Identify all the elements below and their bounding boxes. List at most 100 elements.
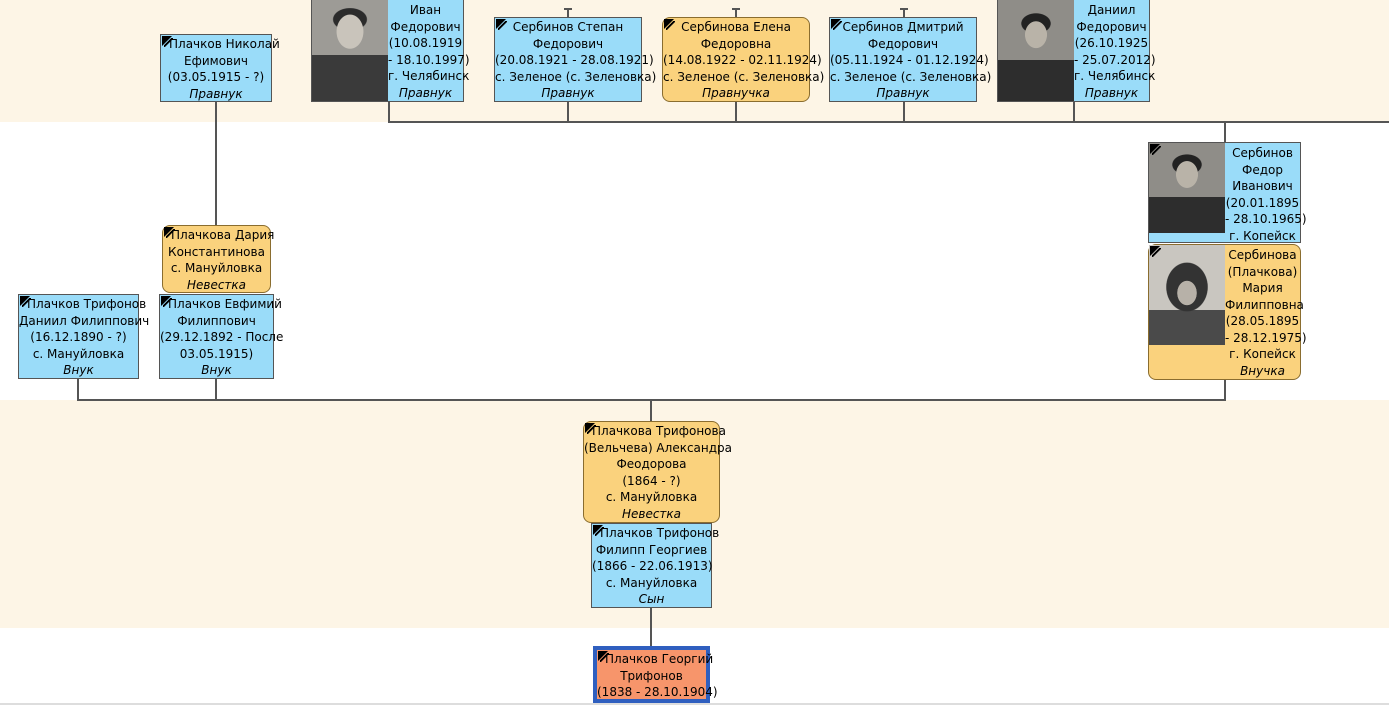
- place-line: г. Копейск: [1229, 228, 1296, 243]
- place-line: с. Мануйловка: [605, 490, 698, 504]
- dates-line: (1866 - 22.06.1913): [592, 559, 713, 573]
- name-line: Сербинов Дмитрий: [842, 20, 964, 34]
- person-card-daniil-fedorovich[interactable]: Даниил Федорович (26.10.1925 - 25.07.201…: [997, 0, 1156, 102]
- relation-label: Правнук: [398, 85, 453, 100]
- name-line: Константинова: [168, 244, 265, 259]
- portrait-photo: [1149, 245, 1225, 345]
- connector-line: [903, 8, 905, 17]
- dates-line: (10.08.1919: [388, 36, 463, 50]
- place-line: г. Челябинск: [1074, 69, 1156, 83]
- person-card-ivan[interactable]: Иван Федорович (10.08.1919 - 18.10.1997)…: [311, 0, 470, 102]
- canvas-bottom-border: [0, 703, 1389, 705]
- deceased-marker-icon: [164, 227, 175, 238]
- connector-line: [650, 607, 652, 647]
- person-card-dmitry[interactable]: Сербинов Дмитрий Федорович (05.11.1924 -…: [829, 17, 992, 102]
- person-card-daniil-trifonov[interactable]: Плачков Трифонов Даниил Филиппович (16.1…: [18, 294, 150, 379]
- name-line: Сербинова Елена: [681, 20, 791, 34]
- deceased-marker-icon: [20, 296, 31, 307]
- name-line: Федорович: [1076, 19, 1147, 34]
- person-card-evfimiy[interactable]: Плачков Евфимий Филиппович (29.12.1892 -…: [159, 294, 284, 379]
- name-line: Сербинов Степан: [512, 20, 624, 34]
- name-line: Плачков Георгий: [605, 652, 714, 666]
- person-card-fedor[interactable]: Сербинов Федор Иванович (20.01.1895 - 28…: [1148, 142, 1307, 243]
- connector-line: [1073, 102, 1075, 122]
- name-line: Плачков Трифонов: [27, 297, 147, 311]
- connector-line: [903, 102, 905, 122]
- connector-line: [567, 8, 569, 17]
- name-line: Даниил: [1087, 3, 1136, 17]
- connector-line: [388, 121, 1389, 123]
- name-line: Плачков Николай: [169, 37, 280, 51]
- deceased-marker-icon: [585, 423, 596, 434]
- dates-line: (03.05.1915 - ?): [167, 70, 265, 84]
- relation-label: Внук: [201, 363, 232, 377]
- name-line: Мария: [1242, 281, 1283, 295]
- name-line: Федорович: [867, 36, 939, 51]
- relation-label: Невестка: [186, 277, 247, 292]
- dates-line: 03.05.1915): [179, 346, 254, 361]
- person-card-nikolay[interactable]: Плачков Николай Ефимович (03.05.1915 - ?…: [160, 34, 280, 102]
- name-line: Федорович: [532, 36, 604, 51]
- place-line: с. Зеленое (с. Зеленовка): [495, 69, 657, 84]
- name-line: Федор: [1242, 162, 1283, 177]
- name-line: Трифонов: [620, 668, 683, 683]
- name-line: Филипповна: [1225, 297, 1304, 312]
- person-card-maria[interactable]: Сербинова (Плачкова) Мария Филипповна (2…: [1148, 244, 1307, 380]
- deceased-marker-icon: [496, 19, 507, 30]
- relation-label: Правнук: [876, 86, 930, 100]
- dates-line: (20.01.1895: [1225, 195, 1300, 210]
- name-line: Иванович: [1232, 179, 1293, 193]
- dates-line: - 28.12.1975): [1225, 330, 1307, 345]
- person-card-elena[interactable]: Сербинова Елена Федоровна (14.08.1922 - …: [662, 17, 825, 102]
- relation-label: Правнук: [1084, 85, 1139, 100]
- connector-line: [215, 378, 217, 400]
- name-line: Федоровна: [700, 36, 772, 51]
- deceased-marker-icon: [598, 651, 609, 662]
- connector-line: [735, 102, 737, 122]
- dates-line: (29.12.1892 - После: [160, 330, 284, 344]
- name-line: Даниил Филиппович: [19, 313, 150, 328]
- name-line: Федорович: [390, 19, 461, 34]
- place-line: г. Копейск: [1229, 347, 1296, 361]
- connector-line: [1224, 379, 1226, 400]
- dates-line: - 25.07.2012): [1074, 52, 1156, 67]
- connector-line: [388, 102, 390, 122]
- deceased-marker-icon: [161, 296, 172, 307]
- connector-line: [77, 378, 79, 400]
- dates-line: - 18.10.1997): [388, 52, 470, 67]
- relation-label: Внучка: [1240, 363, 1285, 378]
- relation-label: Внук: [63, 363, 94, 377]
- person-card-daria[interactable]: Плачкова Дария Константинова с. Мануйлов…: [162, 225, 275, 293]
- dates-line: (20.08.1921 - 28.08.1921): [495, 53, 654, 67]
- dates-line: (1838 - 28.10.1904): [597, 685, 718, 699]
- place-line: с. Зеленое (с. Зеленовка): [830, 69, 992, 84]
- person-card-georgiy-selected[interactable]: Плачков Георгий Трифонов (1838 - 28.10.1…: [593, 646, 718, 703]
- dates-line: - 28.10.1965): [1225, 212, 1307, 226]
- name-line: (Вельчева) Александра: [584, 440, 733, 455]
- connector-line: [567, 102, 569, 122]
- place-line: с. Мануйловка: [32, 346, 125, 361]
- person-card-filipp[interactable]: Плачков Трифонов Филипп Георгиев (1866 -…: [591, 523, 720, 608]
- portrait-photo: [1149, 143, 1225, 233]
- portrait-photo: [998, 0, 1074, 101]
- dates-line: (1864 - ?): [622, 473, 681, 488]
- place-line: с. Мануйловка: [605, 575, 698, 590]
- dates-line: (16.12.1890 - ?): [30, 330, 127, 344]
- connector-line: [650, 399, 652, 421]
- relation-label: Невестка: [621, 506, 682, 521]
- name-line: Плачкова Трифонова: [592, 424, 726, 438]
- person-card-alexandra[interactable]: Плачкова Трифонова (Вельчева) Александра…: [583, 421, 733, 523]
- name-line: Сербинова: [1228, 248, 1297, 262]
- relation-label: Правнучка: [702, 86, 770, 100]
- name-line: Плачков Трифонов: [600, 526, 720, 540]
- place-line: с. Мануйловка: [170, 261, 263, 275]
- deceased-marker-icon: [1150, 246, 1161, 257]
- name-line: Плачкова Дария: [171, 228, 275, 242]
- deceased-marker-icon: [593, 525, 604, 536]
- place-line: с. Зеленое (с. Зеленовка): [663, 69, 825, 84]
- person-card-stepan[interactable]: Сербинов Степан Федорович (20.08.1921 - …: [494, 17, 657, 102]
- name-line: Плачков Евфимий: [168, 297, 282, 311]
- deceased-marker-icon: [162, 36, 173, 47]
- relation-label: Правнук: [189, 86, 243, 101]
- connector-line: [735, 8, 737, 17]
